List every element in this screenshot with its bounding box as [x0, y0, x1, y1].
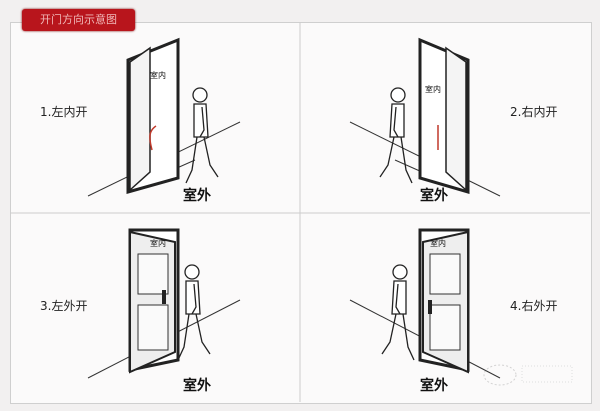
svg-text:室外: 室外: [183, 187, 211, 204]
label-left-inward: 1.左内开: [40, 104, 87, 119]
svg-text:室外: 室外: [183, 377, 211, 394]
quadrant-right-outward: 室内 4.右外开 室外: [349, 228, 557, 394]
svg-text:室外: 室外: [420, 377, 448, 394]
label-right-inward: 2.右内开: [510, 104, 557, 119]
svg-text:室内: 室内: [150, 238, 166, 248]
diagram-title: 开门方向示意图: [22, 9, 135, 31]
arrow-icon: [149, 125, 157, 151]
svg-text:室内: 室内: [150, 70, 166, 80]
door-leaf: [129, 230, 176, 374]
svg-text:室外: 室外: [420, 187, 448, 204]
quadrant-left-outward: 室内 3.左外开 室外: [40, 228, 241, 394]
person-icon: [379, 87, 413, 184]
svg-text:室内: 室内: [430, 238, 446, 248]
quadrant-right-inward: 室内 2.右内开 室外: [349, 37, 557, 204]
person-icon: [381, 264, 415, 361]
svg-text:室内: 室内: [425, 84, 441, 94]
person-icon: [177, 264, 211, 361]
label-right-outward: 4.右外开: [510, 298, 557, 313]
watermark-logo: [483, 364, 573, 386]
quadrant-left-inward: 室内 1.左内开 室外: [40, 37, 241, 204]
door-leaf: [129, 46, 151, 192]
label-left-outward: 3.左外开: [40, 298, 87, 313]
door-leaf: [445, 46, 467, 192]
